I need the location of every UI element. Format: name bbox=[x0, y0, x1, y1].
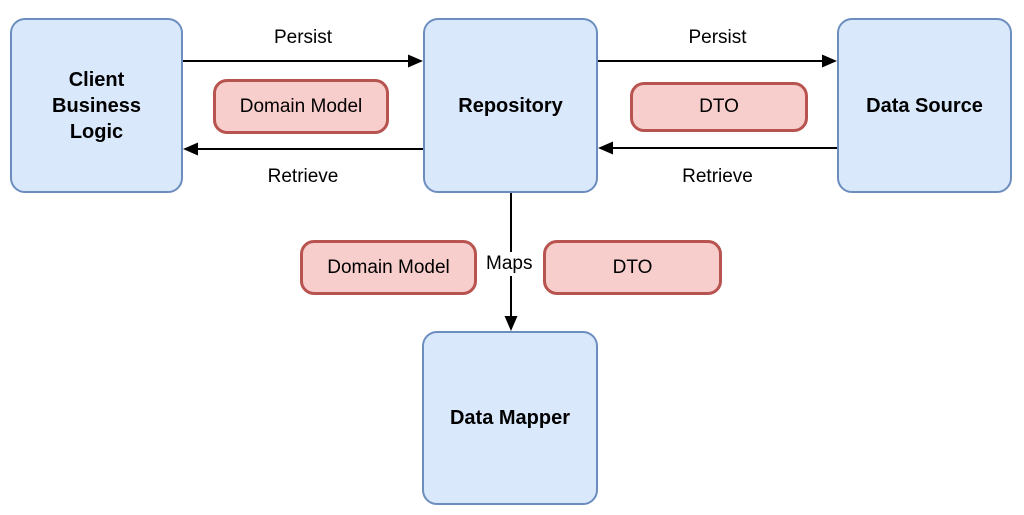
node-repository-label: Repository bbox=[458, 94, 563, 117]
artifact-domain-model-top-label: Domain Model bbox=[239, 95, 363, 117]
node-data-mapper: Data Mapper bbox=[422, 331, 598, 505]
arrow-persist-right bbox=[598, 54, 837, 68]
arrow-persist-left bbox=[183, 54, 423, 68]
node-client-business-logic: Client Business Logic bbox=[10, 18, 183, 193]
edge-label-persist-left: Persist bbox=[273, 27, 333, 48]
node-data-source: Data Source bbox=[837, 18, 1012, 193]
edge-label-retrieve-left: Retrieve bbox=[267, 166, 339, 187]
artifact-domain-model-bottom-label: Domain Model bbox=[327, 256, 450, 278]
artifact-domain-model-top: Domain Model bbox=[213, 79, 389, 134]
edge-label-retrieve-right: Retrieve bbox=[682, 166, 753, 187]
edge-label-maps: Maps bbox=[482, 252, 537, 276]
artifact-dto-bottom-label: DTO bbox=[612, 256, 653, 278]
node-repository: Repository bbox=[423, 18, 598, 193]
artifact-dto-top: DTO bbox=[630, 82, 808, 132]
node-client-business-logic-label: Client Business Logic bbox=[52, 68, 141, 143]
artifact-dto-bottom: DTO bbox=[543, 240, 722, 295]
node-data-source-label: Data Source bbox=[866, 94, 983, 117]
node-data-mapper-label: Data Mapper bbox=[449, 407, 571, 429]
artifact-domain-model-bottom: Domain Model bbox=[300, 240, 477, 295]
arrow-retrieve-left bbox=[183, 142, 423, 156]
edge-label-persist-right: Persist bbox=[688, 27, 747, 48]
arrow-retrieve-right bbox=[598, 141, 837, 155]
artifact-dto-top-label: DTO bbox=[699, 96, 739, 117]
